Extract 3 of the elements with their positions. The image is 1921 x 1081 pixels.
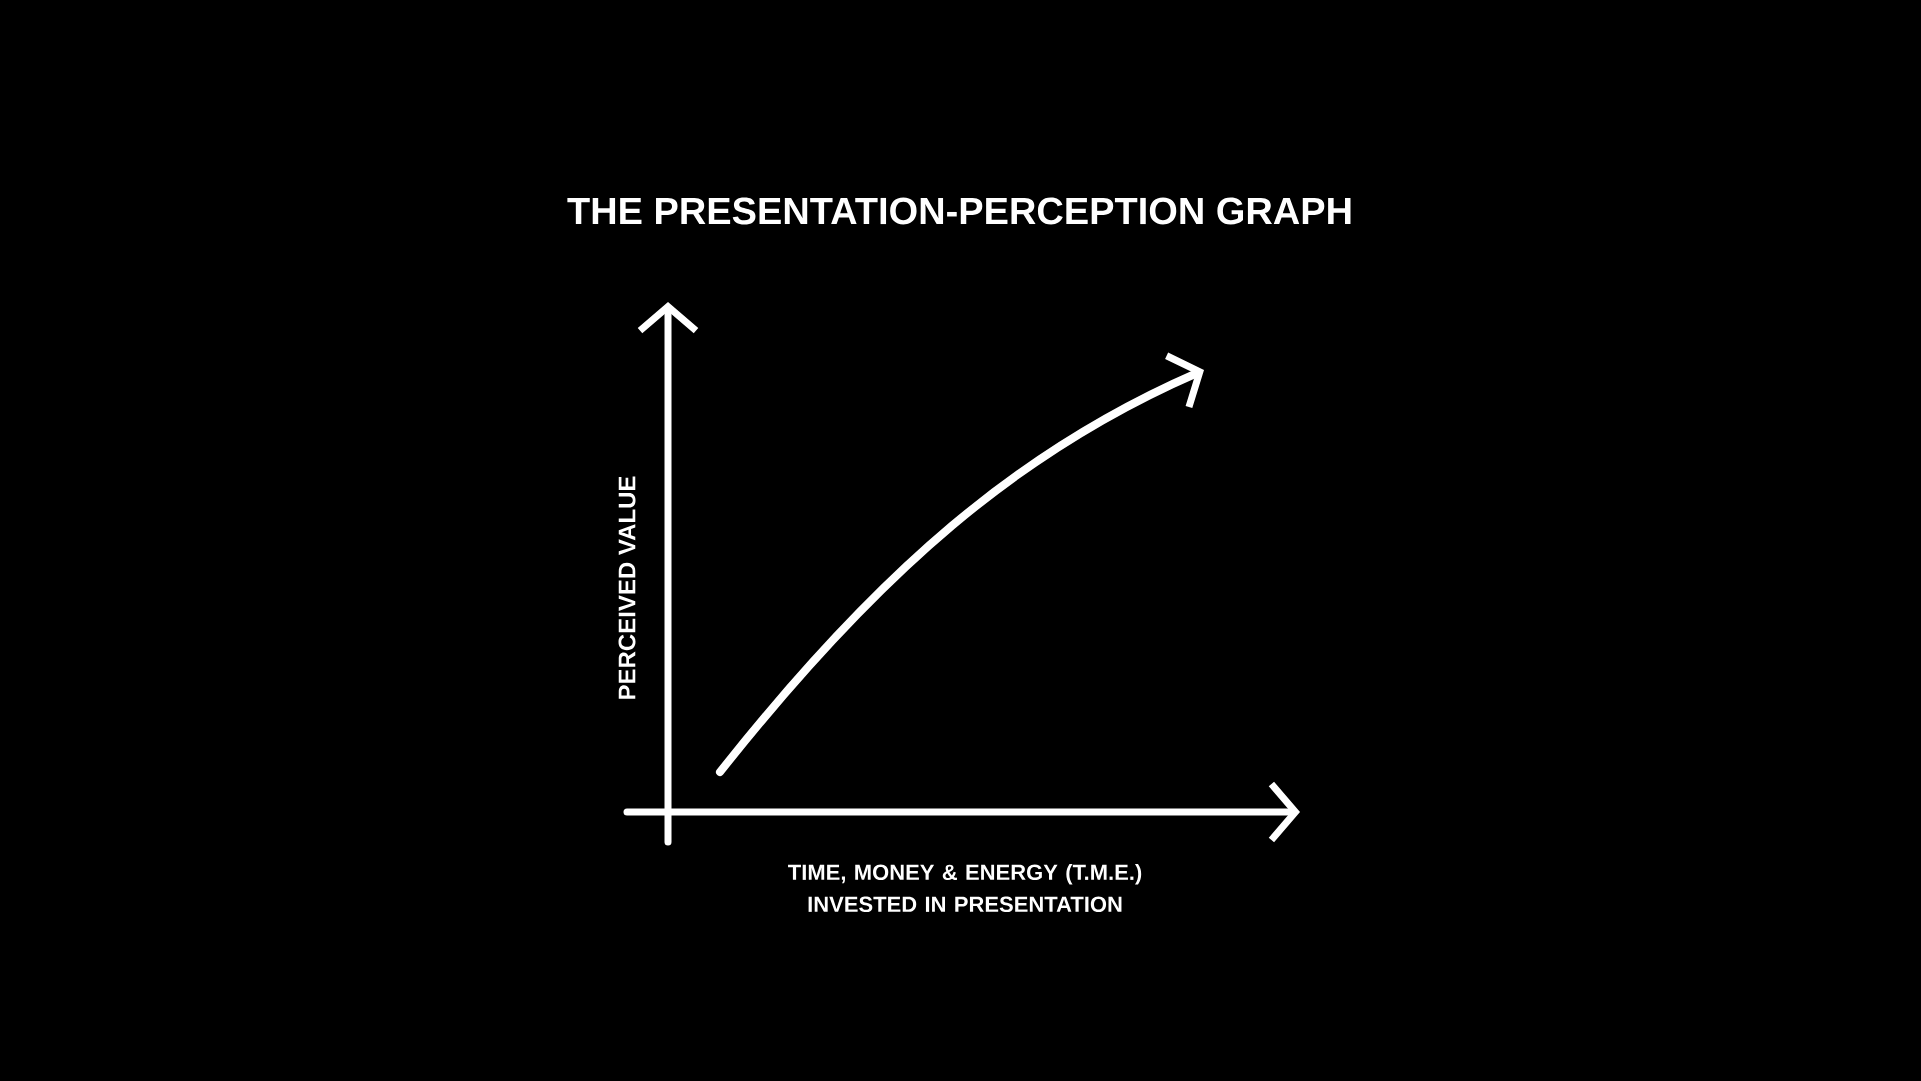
chart-title: THE PRESENTATION-PERCEPTION GRAPH [567, 197, 1351, 225]
y-axis-label: PERCEIVED VALUE [618, 476, 636, 699]
x-axis-label: TIME, MONEY & ENERGY (T.M.E.) INVESTED IN PRESENTATION [788, 863, 1142, 913]
